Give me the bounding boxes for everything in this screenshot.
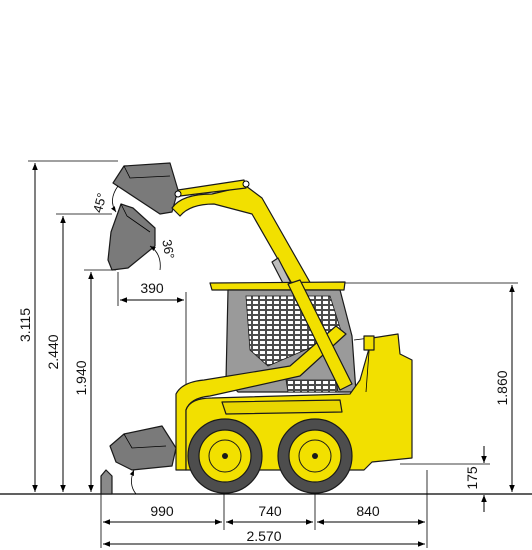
angle-dump: 36°: [159, 238, 177, 260]
dim-length-total: 2.570: [246, 528, 281, 544]
dim-height-max: 3.115: [17, 308, 33, 342]
front-wheel: [187, 418, 263, 494]
ground-clearance-dimension: [400, 446, 490, 512]
rollback-angle-arc: [111, 185, 119, 213]
length-dimensions: [100, 458, 428, 548]
dim-reach: 390: [140, 280, 164, 296]
dim-length-front: 990: [150, 503, 174, 519]
dim-wheelbase: 740: [258, 503, 282, 519]
cab-grille: [245, 295, 343, 367]
bucket-lowered: [109, 425, 177, 471]
angle-rollback: 45°: [90, 191, 110, 214]
machine-height-dimension: [345, 282, 518, 492]
dim-height-dump: 1.940: [73, 360, 89, 395]
ground-reference-block: [100, 469, 113, 495]
rear-wheel: [277, 418, 353, 494]
lift-arm-lowered: [175, 279, 353, 471]
dim-length-rear: 840: [356, 503, 380, 519]
ground-angle-arc: [129, 469, 137, 495]
cab: [209, 281, 357, 393]
bucket-raised-dump: [107, 203, 156, 271]
dump-angle-arc: [149, 245, 161, 271]
dim-ground-clearance: 175: [464, 466, 480, 490]
dim-height-machine: 1.860: [494, 370, 510, 405]
height-dimensions: [28, 160, 118, 492]
dim-height-pin: 2.440: [45, 334, 61, 369]
